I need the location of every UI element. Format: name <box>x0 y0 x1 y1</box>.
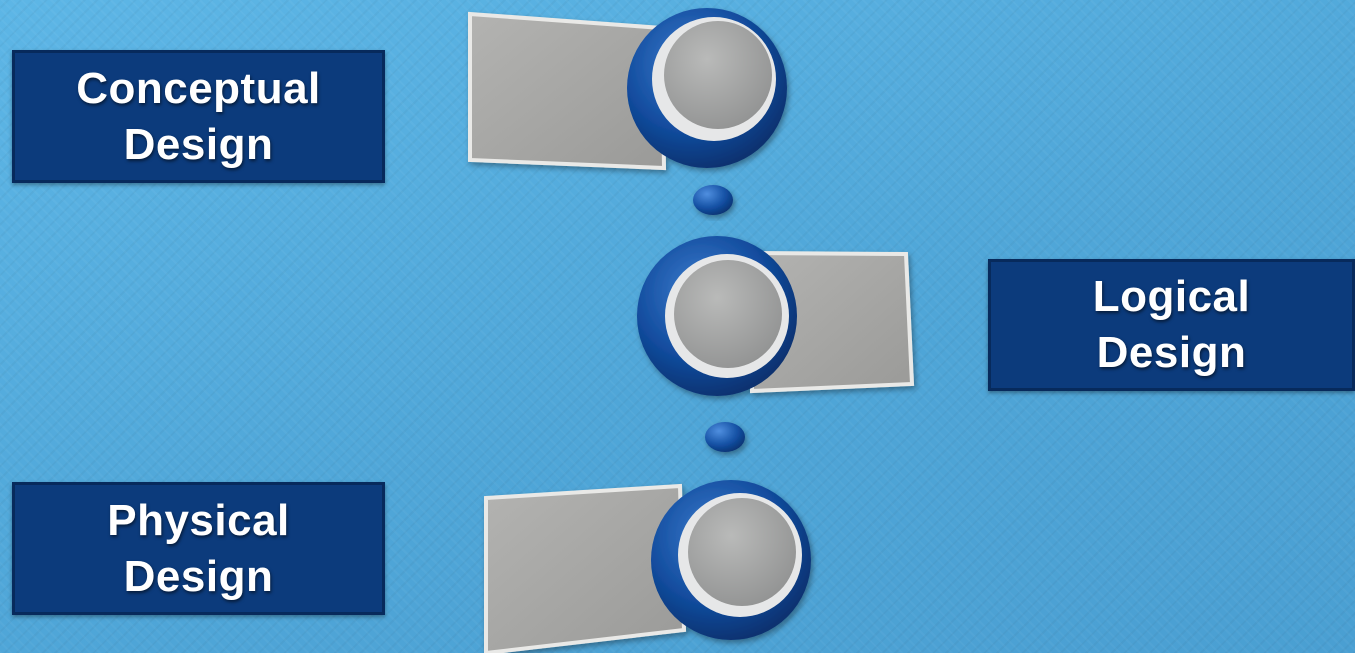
label-logical-line2: Design <box>1097 325 1247 381</box>
label-conceptual-design: Conceptual Design <box>12 50 385 183</box>
node-logical <box>637 236 912 396</box>
label-logical-design: Logical Design <box>988 259 1355 391</box>
label-conceptual-line1: Conceptual <box>76 61 321 117</box>
connector-dot-1 <box>693 185 733 215</box>
disc-physical <box>688 498 796 606</box>
label-logical-line1: Logical <box>1093 269 1251 325</box>
disc-logical <box>674 260 782 368</box>
label-physical-line1: Physical <box>107 493 290 549</box>
node-conceptual <box>470 8 787 168</box>
label-physical-line2: Design <box>124 549 274 605</box>
connector-dot-2 <box>705 422 745 452</box>
disc-conceptual <box>664 21 772 129</box>
label-conceptual-line2: Design <box>124 117 274 173</box>
node-physical <box>486 480 811 653</box>
label-physical-design: Physical Design <box>12 482 385 615</box>
